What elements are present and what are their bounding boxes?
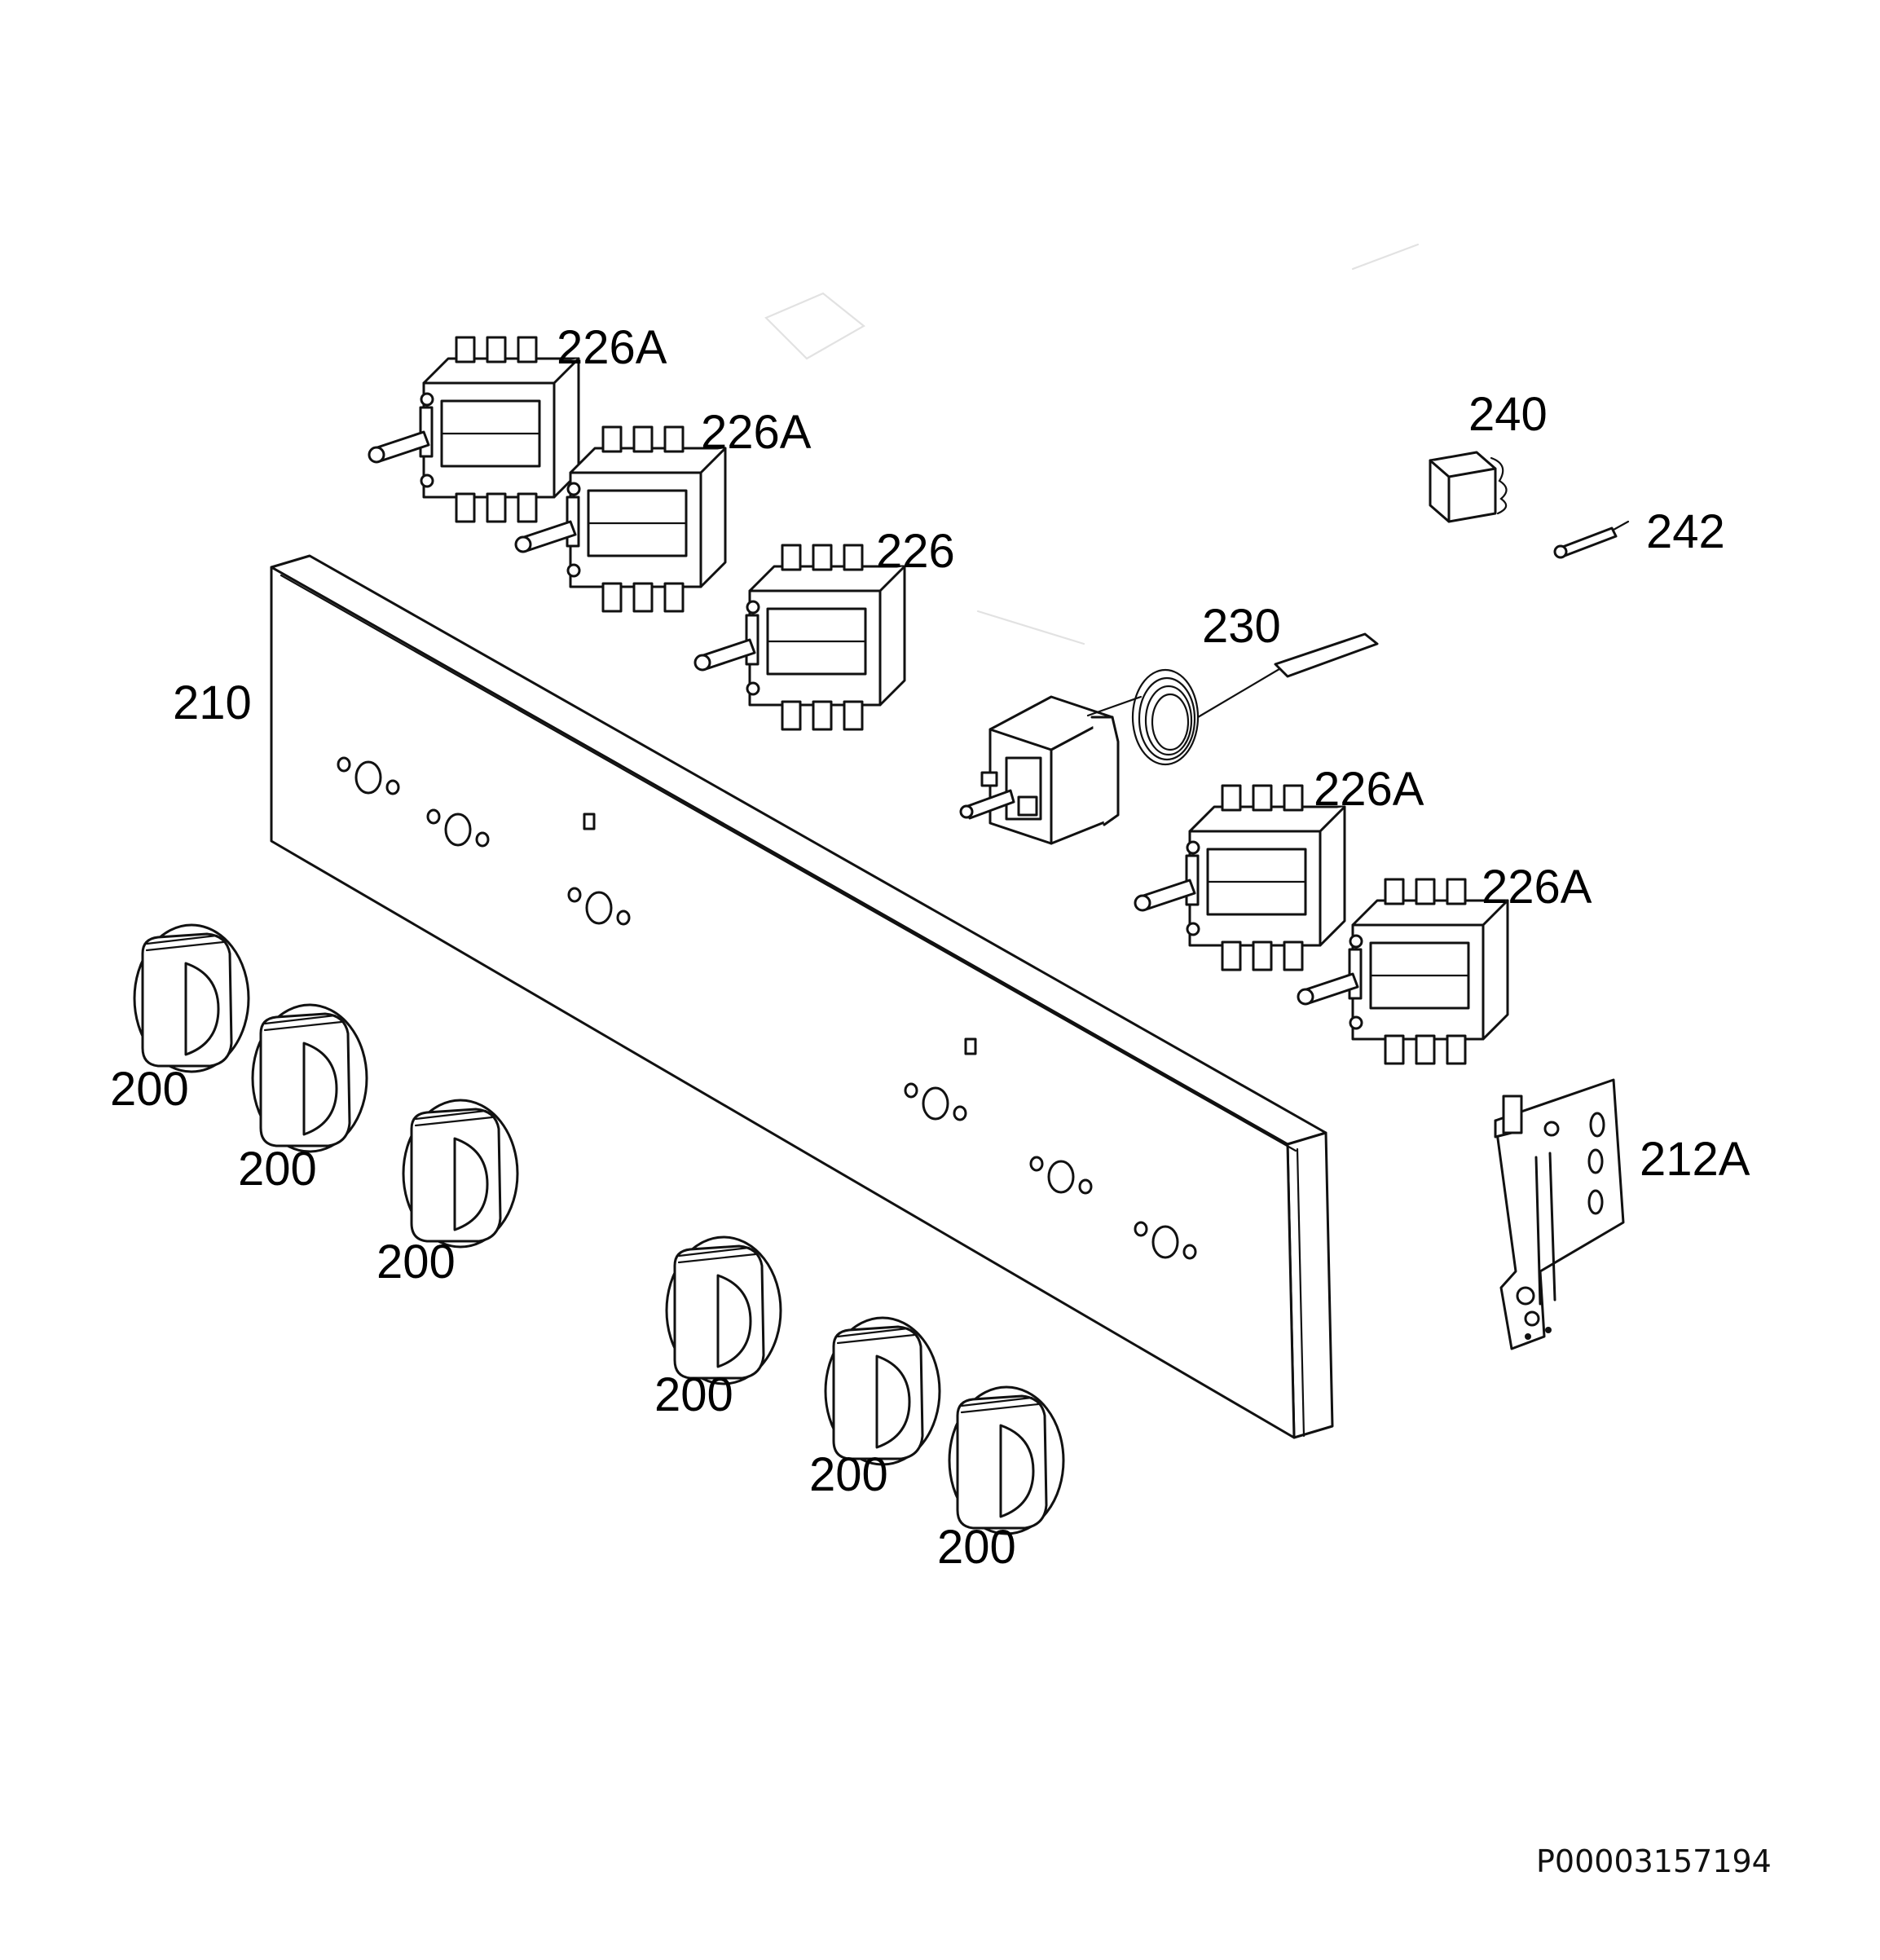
- part-label-200: 200: [809, 1448, 888, 1501]
- control-knob-200: [665, 1235, 782, 1385]
- document-code: P00003157194: [1536, 1843, 1772, 1879]
- part-label-212a: 212A: [1640, 1133, 1750, 1186]
- part-label-226a: 226A: [1482, 861, 1592, 914]
- part-label-200: 200: [110, 1063, 189, 1116]
- part-label-226a: 226A: [701, 406, 812, 459]
- lamp-pin-242: [1553, 520, 1630, 559]
- thermostat-230: [959, 632, 1379, 845]
- lamp-240: [1429, 451, 1508, 523]
- indicator-window: [583, 813, 596, 830]
- part-label-226a: 226A: [557, 321, 667, 374]
- part-label-210: 210: [173, 676, 252, 729]
- part-label-200: 200: [937, 1521, 1016, 1574]
- ghost-artifacts: [764, 243, 1420, 645]
- part-label-242: 242: [1646, 505, 1725, 558]
- part-label-200: 200: [376, 1235, 456, 1288]
- part-label-226a: 226A: [1314, 763, 1424, 816]
- control-knob-200: [251, 1003, 368, 1153]
- control-knob-200: [133, 923, 250, 1073]
- bracket-212a: [1494, 1078, 1625, 1350]
- selector-switch-226a: [368, 336, 580, 523]
- control-knob-200: [402, 1099, 519, 1249]
- part-label-226: 226: [876, 525, 955, 578]
- selector-switch-226: [693, 544, 906, 731]
- part-label-230: 230: [1202, 600, 1281, 653]
- control-knob-200: [948, 1385, 1065, 1535]
- control-panel-210: [270, 554, 1334, 1439]
- part-label-240: 240: [1468, 388, 1548, 441]
- part-label-200: 200: [238, 1143, 317, 1196]
- part-label-200: 200: [654, 1368, 733, 1421]
- control-knob-200: [824, 1316, 941, 1466]
- indicator-window: [964, 1037, 977, 1055]
